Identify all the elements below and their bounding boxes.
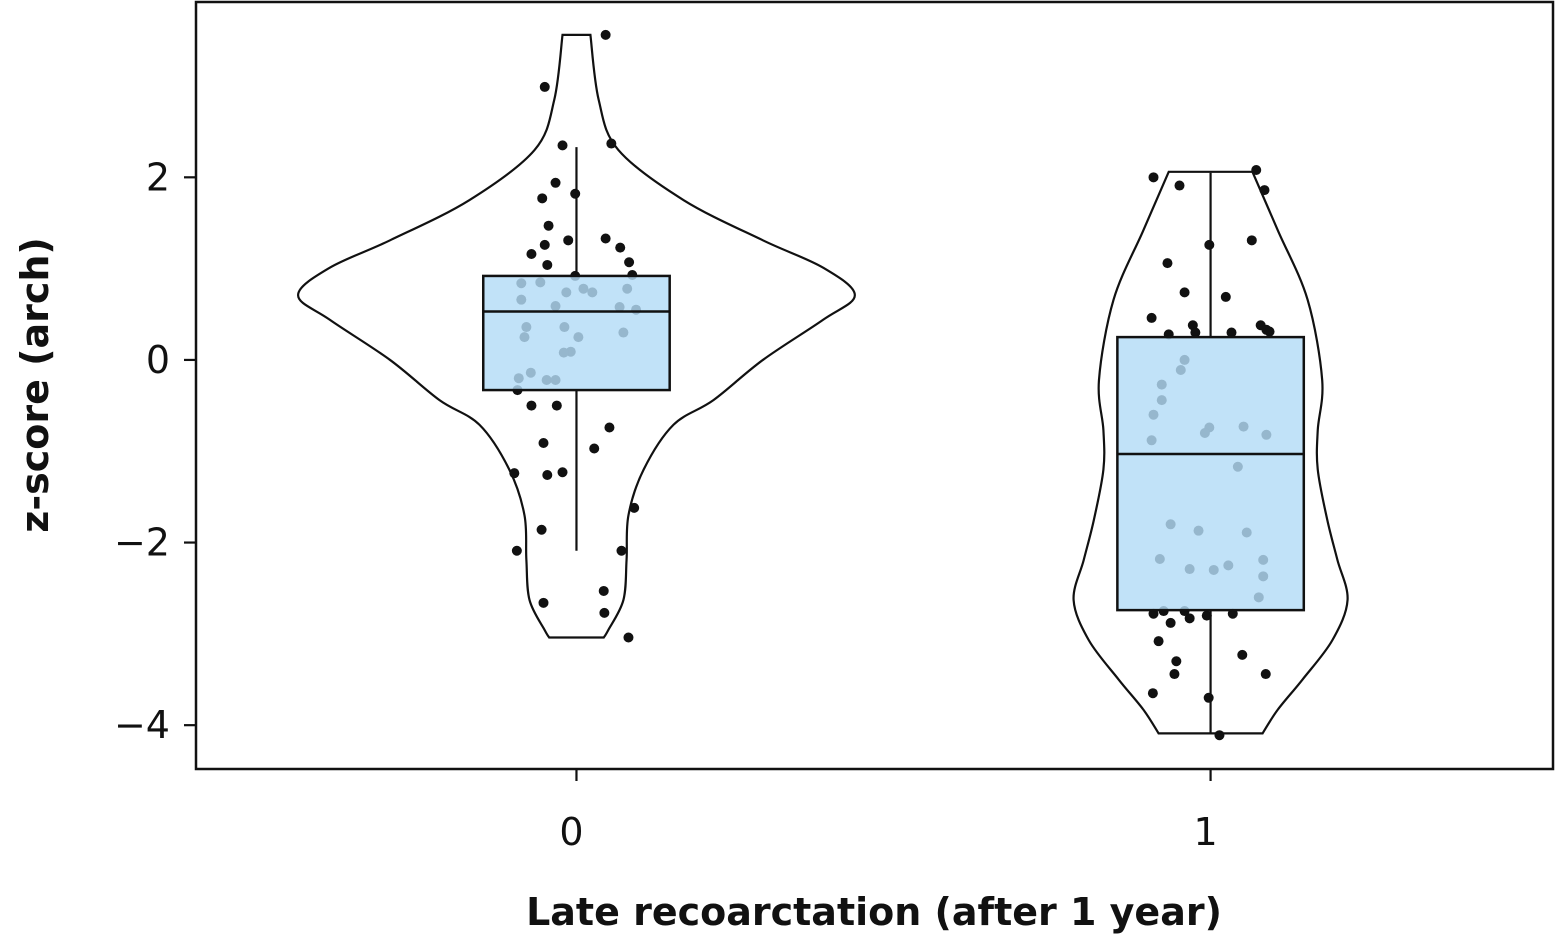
violin-0 xyxy=(296,33,856,639)
data-point xyxy=(542,259,553,270)
x-axis-label: Late recoarctation (after 1 year) xyxy=(526,890,1222,934)
data-point xyxy=(1148,172,1159,183)
data-point xyxy=(600,29,611,40)
y-axis-label: z-score (arch) xyxy=(13,237,57,533)
data-point xyxy=(1190,327,1201,338)
violin-1 xyxy=(1072,170,1349,735)
data-point xyxy=(536,524,547,535)
data-point xyxy=(551,400,562,411)
data-point xyxy=(542,469,553,480)
box-1 xyxy=(1116,335,1306,612)
data-point xyxy=(598,585,609,596)
data-point xyxy=(1184,613,1195,624)
data-point xyxy=(1165,617,1176,628)
data-point xyxy=(1214,730,1225,741)
data-point xyxy=(538,597,549,608)
data-point xyxy=(539,81,550,92)
data-point xyxy=(589,443,600,454)
data-point xyxy=(557,140,568,151)
data-point xyxy=(1203,692,1214,703)
data-point xyxy=(1246,235,1257,246)
data-point xyxy=(1201,610,1212,621)
data-point xyxy=(1179,287,1190,298)
data-point xyxy=(1171,656,1182,667)
data-point xyxy=(537,193,548,204)
data-point xyxy=(1153,636,1164,647)
data-point xyxy=(1204,239,1215,250)
plot-area xyxy=(296,29,1349,741)
data-point xyxy=(1264,326,1275,337)
data-point xyxy=(526,249,537,260)
data-point xyxy=(1259,185,1270,196)
group-0 xyxy=(296,29,856,643)
data-point xyxy=(511,545,522,556)
x-tick-label: 0 xyxy=(559,810,583,854)
data-point xyxy=(550,177,561,188)
data-point xyxy=(1174,180,1185,191)
data-point xyxy=(1146,312,1157,323)
data-point xyxy=(563,235,574,246)
data-point xyxy=(623,632,634,643)
data-point xyxy=(599,607,610,618)
data-point xyxy=(604,422,615,433)
plot-frame xyxy=(194,0,1555,771)
group-1 xyxy=(1072,165,1349,741)
data-point xyxy=(1260,669,1271,680)
data-point xyxy=(600,233,611,244)
data-point xyxy=(1237,649,1248,660)
x-tick-label: 1 xyxy=(1193,810,1217,854)
data-point xyxy=(557,467,568,478)
data-point xyxy=(509,468,520,479)
data-point xyxy=(624,257,635,268)
data-point xyxy=(1220,291,1231,302)
data-point xyxy=(615,242,626,253)
data-point xyxy=(543,220,554,231)
y-axis: 2 0 −2 −4 xyxy=(114,155,196,747)
data-point xyxy=(629,502,640,513)
box-0 xyxy=(482,274,671,392)
data-point xyxy=(1169,669,1180,680)
data-point xyxy=(1147,688,1158,699)
y-tick-label: 0 xyxy=(146,338,170,382)
data-point xyxy=(606,138,617,149)
data-point xyxy=(1226,327,1237,338)
y-tick-label: −4 xyxy=(114,703,170,747)
data-point xyxy=(1162,258,1173,269)
data-point xyxy=(538,438,549,449)
data-point xyxy=(1251,165,1262,176)
data-point xyxy=(539,239,550,250)
data-point xyxy=(570,188,581,199)
y-tick-label: −2 xyxy=(114,521,170,565)
data-point xyxy=(526,400,537,411)
data-point xyxy=(616,545,627,556)
y-tick-label: 2 xyxy=(146,155,170,199)
